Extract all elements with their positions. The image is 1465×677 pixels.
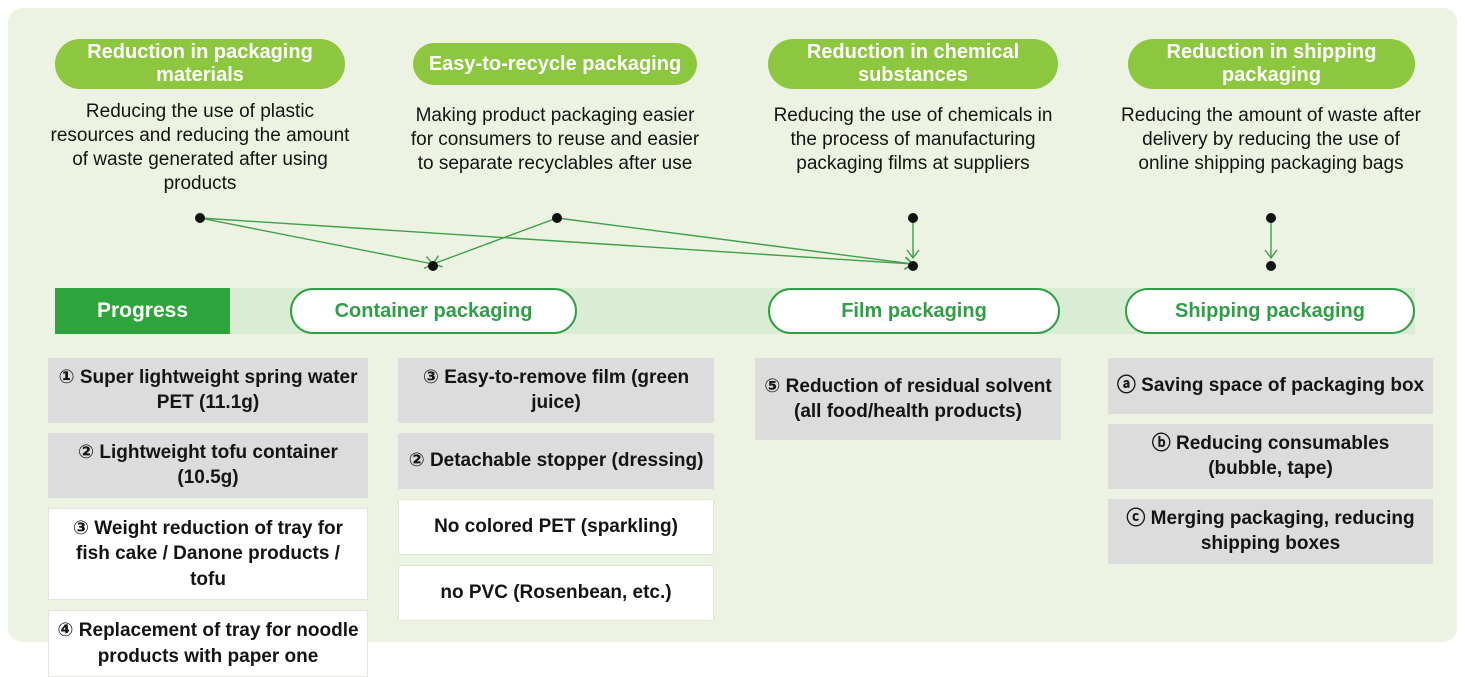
header-pill-shipping-packaging: Reduction in shipping packaging	[1128, 39, 1415, 89]
target-dot-shipping	[1266, 261, 1276, 271]
header-pill-easy-to-recycle: Easy-to-recycle packaging	[413, 43, 697, 85]
description-chemical-substances: Reducing the use of chemicals in the pro…	[773, 105, 1053, 174]
list-item: ⓑ Reducing consumables (bubble, tape)	[1108, 424, 1433, 489]
list-item: no PVC (Rosenbean, etc.)	[398, 564, 714, 621]
list-item: ⓐ Saving space of packaging box	[1108, 358, 1433, 414]
item-column-materials: ① Super lightweight spring water PET (11…	[48, 358, 368, 677]
list-item: ⑤ Reduction of residual solvent (all foo…	[755, 358, 1061, 440]
list-item: ③ Weight reduction of tray for fish cake…	[48, 507, 368, 601]
source-dot-materials	[195, 213, 205, 223]
list-item: ② Lightweight tofu container (10.5g)	[48, 432, 368, 498]
list-item: ① Super lightweight spring water PET (11…	[48, 358, 368, 423]
list-item: ② Detachable stopper (dressing)	[398, 432, 714, 489]
progress-label: Progress	[55, 288, 230, 334]
connector-line-recycle-to-film	[556, 217, 915, 270]
source-dot-recycle	[552, 213, 562, 223]
connector-line-materials-to-container	[199, 217, 435, 269]
list-item: ④ Replacement of tray for noodle product…	[48, 610, 368, 677]
source-dot-shipping	[1266, 213, 1276, 223]
item-column-shipping: ⓐ Saving space of packaging box ⓑ Reduci…	[1108, 358, 1433, 564]
connector-arrows	[195, 213, 1278, 271]
header-pill-chemical-substances: Reduction in chemical substances	[768, 39, 1058, 89]
category-pill-container-packaging: Container packaging	[290, 288, 577, 334]
item-column-film: ⑤ Reduction of residual solvent (all foo…	[755, 358, 1061, 440]
list-item: No colored PET (sparkling)	[398, 498, 714, 555]
item-column-recycle: ③ Easy-to-remove film (green juice) ② De…	[398, 358, 714, 621]
list-item: ⓒ Merging packaging, reducing shipping b…	[1108, 498, 1433, 564]
connector-line-materials-to-film	[199, 217, 915, 271]
list-item: ③ Easy-to-remove film (green juice)	[398, 358, 714, 423]
target-dot-container	[428, 261, 438, 271]
target-dot-film	[908, 261, 918, 271]
header-pill-packaging-materials: Reduction in packaging materials	[55, 39, 345, 89]
category-pill-film-packaging: Film packaging	[768, 288, 1060, 334]
description-shipping-packaging: Reducing the amount of waste after deliv…	[1121, 105, 1421, 174]
description-easy-to-recycle: Making product packaging easier for cons…	[410, 105, 700, 174]
source-dot-chemical	[908, 213, 918, 223]
description-packaging-materials: Reducing the use of plastic resources an…	[50, 101, 350, 194]
category-pill-shipping-packaging: Shipping packaging	[1125, 288, 1415, 334]
connector-line-recycle-to-container	[431, 217, 558, 268]
